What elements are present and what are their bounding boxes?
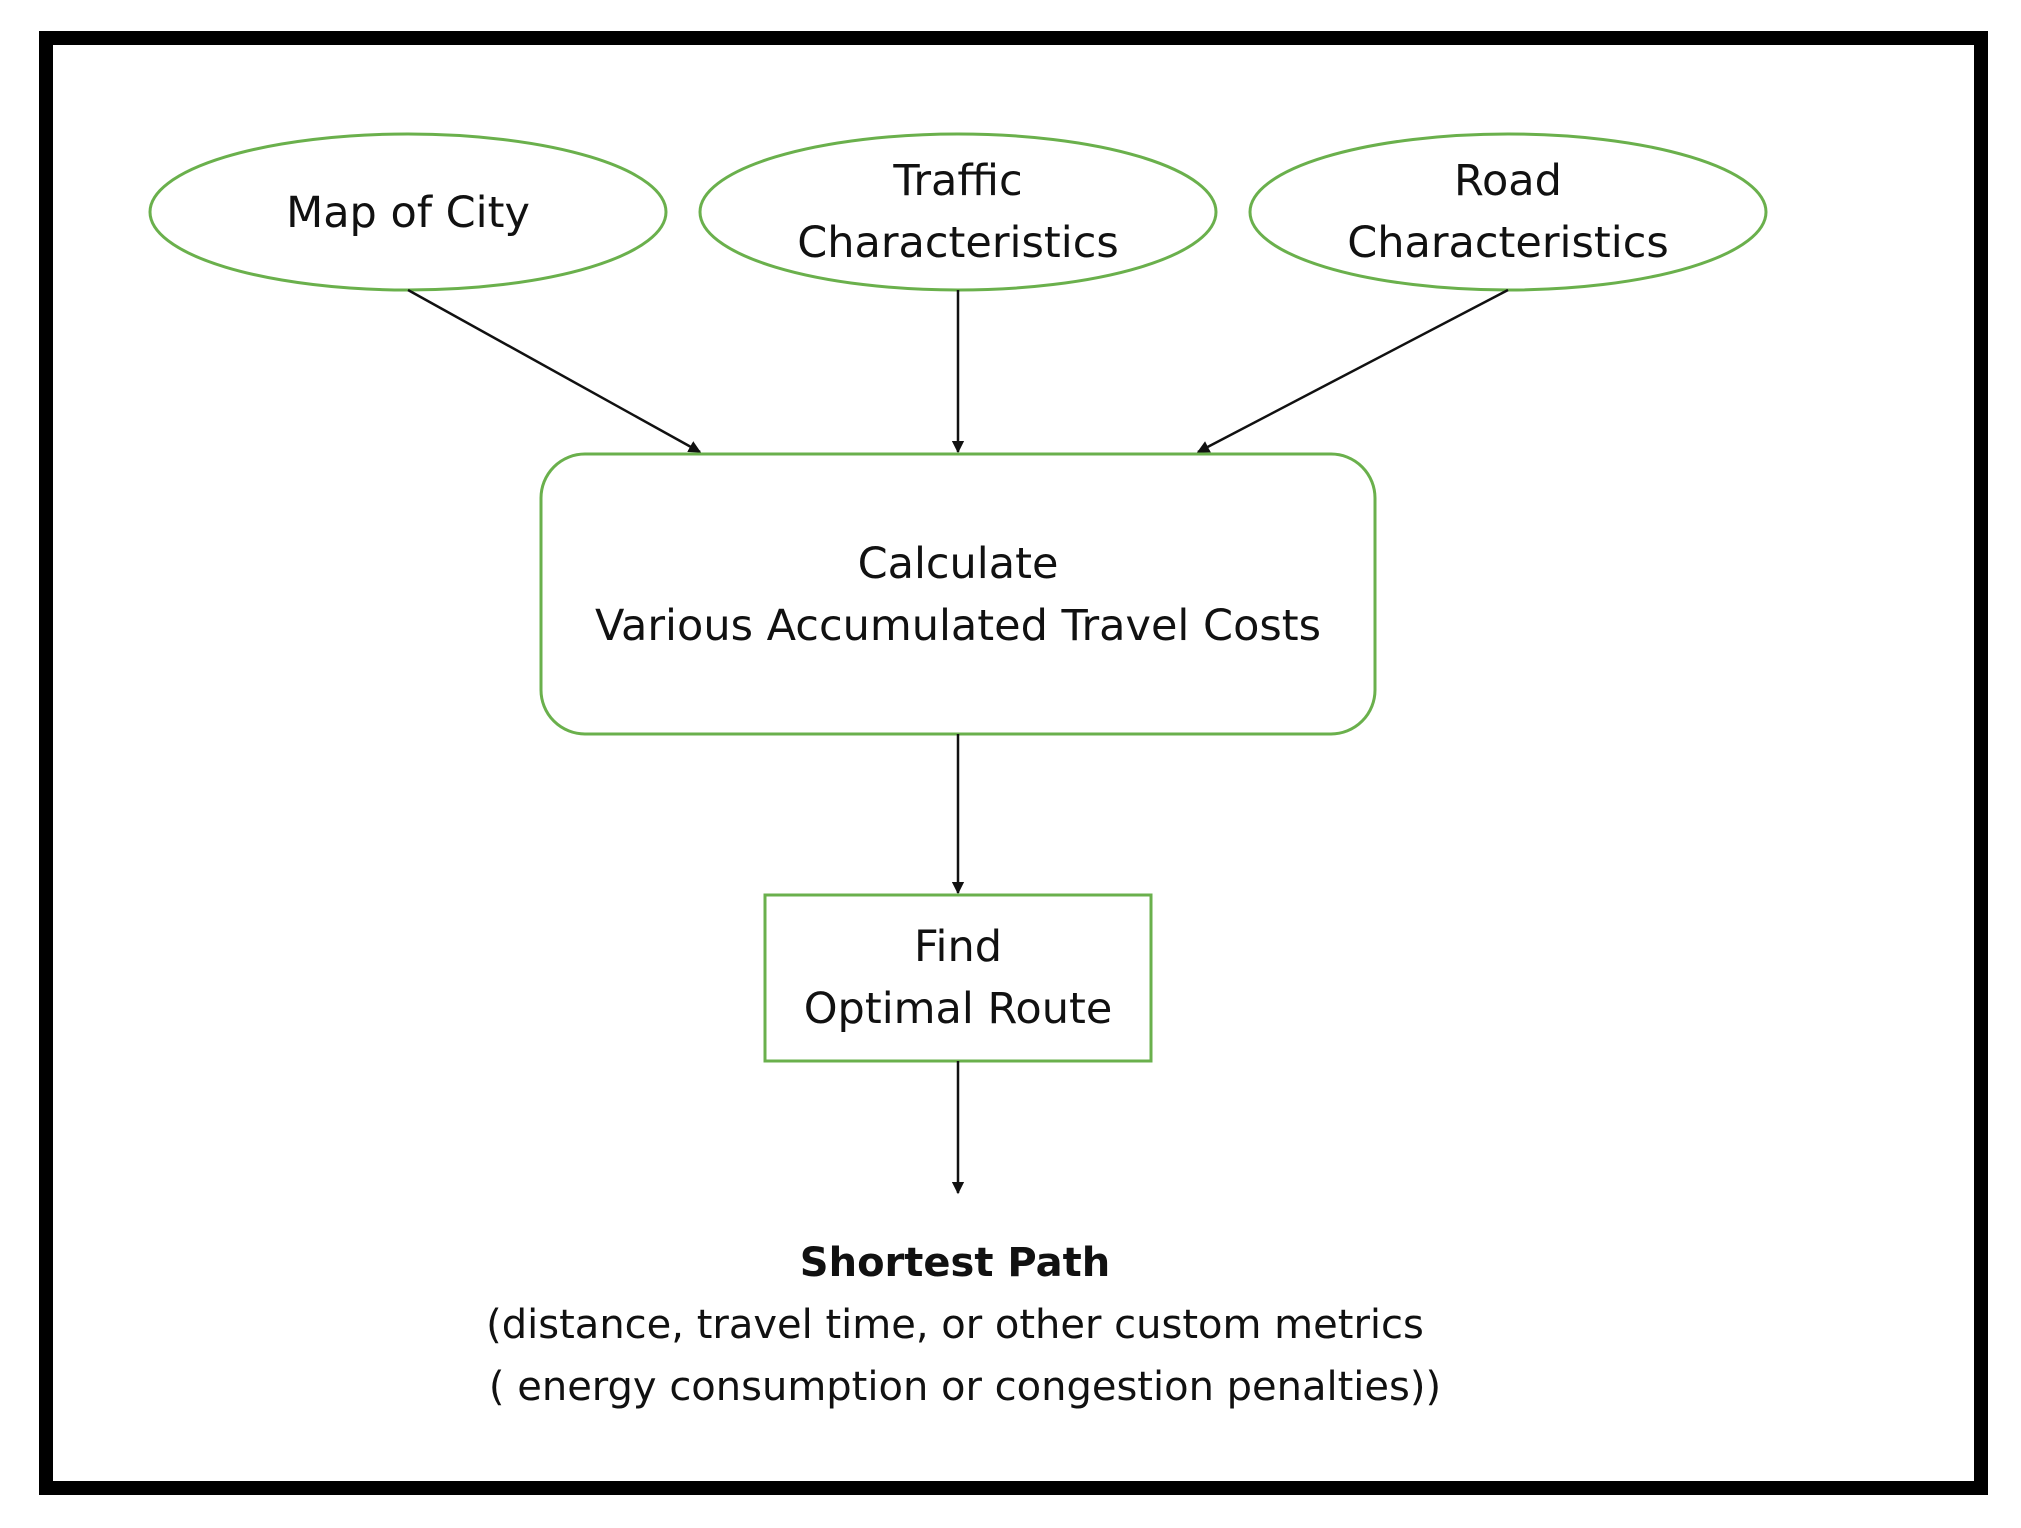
find-label-line2: Optimal Route — [804, 984, 1113, 1034]
find-box — [763, 893, 1153, 1063]
calculate-box — [539, 452, 1377, 736]
calculate-label-line1: Calculate — [858, 539, 1059, 589]
traffic-label-line1: Traffic — [892, 156, 1022, 206]
result-line1: (distance, travel time, or other custom … — [486, 1302, 1424, 1348]
road-label-line1: Road — [1454, 156, 1562, 206]
node-find-optimal-route: Find Optimal Route — [763, 893, 1153, 1063]
result-title: Shortest Path — [800, 1240, 1110, 1286]
traffic-label-line2: Characteristics — [797, 218, 1119, 268]
arrow-road-to-calculate — [1196, 288, 1509, 454]
node-road-characteristics: Road Characteristics — [1248, 132, 1768, 292]
node-map-of-city: Map of City — [148, 132, 668, 292]
find-label-line1: Find — [914, 922, 1002, 972]
node-traffic-characteristics: Traffic Characteristics — [698, 132, 1218, 292]
result-block: Shortest Path (distance, travel time, or… — [486, 1240, 1441, 1410]
calculate-label-line2: Various Accumulated Travel Costs — [595, 601, 1321, 651]
road-label-line2: Characteristics — [1347, 218, 1669, 268]
result-line2: ( energy consumption or congestion penal… — [489, 1364, 1441, 1410]
arrow-map-to-calculate — [407, 288, 702, 454]
node-calculate: Calculate Various Accumulated Travel Cos… — [539, 452, 1377, 736]
map-of-city-label: Map of City — [286, 188, 530, 238]
